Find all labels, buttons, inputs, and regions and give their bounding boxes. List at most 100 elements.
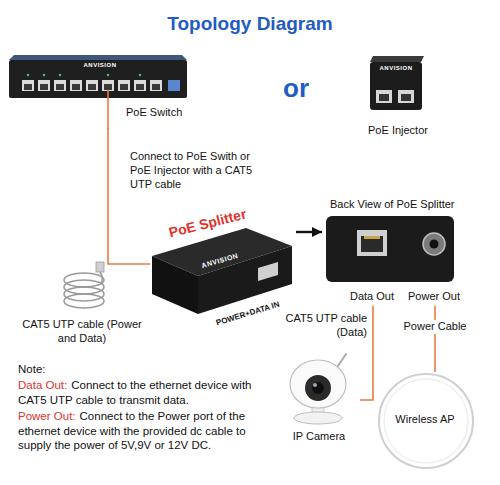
- text-slot: Data Out: [342, 290, 402, 304]
- injector-top: [370, 56, 424, 62]
- port-socket: [104, 84, 112, 90]
- splitter-back-drawing: [326, 216, 454, 282]
- status-led: [107, 74, 110, 77]
- edge-label-slot: Power Cable: [395, 316, 475, 334]
- switch-port: [102, 80, 114, 91]
- splitter-back-view: Data OutPower Out Back View of PoE Splitt…: [322, 196, 478, 308]
- edge-label: CAT5 UTP cable (Data): [277, 312, 367, 340]
- note-paragraph: Note:: [18, 362, 280, 376]
- port-socket: [24, 84, 32, 90]
- text-slot: ANVISION: [195, 249, 245, 267]
- camera-head: [290, 360, 346, 408]
- brand-mark: ANVISION: [370, 65, 422, 72]
- title-slot: Topology Diagram: [0, 12, 500, 36]
- device-label: IP Camera: [280, 430, 358, 444]
- switch-port: [54, 80, 66, 91]
- note-block: Note: Data Out:Connect to the ethernet de…: [18, 362, 280, 454]
- back-panel: [326, 216, 454, 282]
- edge-label-slot: CAT5 UTP cable (Data): [277, 312, 367, 340]
- text-slot: Wireless AP: [376, 413, 474, 427]
- camera-base: [294, 412, 342, 424]
- device-title: PoE Splitter: [167, 206, 248, 242]
- ethernet-port: [357, 230, 387, 256]
- diagram-title: Topology Diagram: [167, 12, 332, 36]
- lens-glint: [313, 383, 317, 387]
- label-slot: CAT5 UTP cable (Power and Data): [18, 318, 146, 346]
- text-slot: ANVISION: [80, 62, 120, 69]
- port-label: Data Out: [342, 290, 402, 304]
- wireless-ap: Wireless AP: [376, 372, 476, 470]
- injector-port: [376, 90, 392, 103]
- edge-label-slot: Connect to PoE Swith or PoE Injector wit…: [130, 150, 270, 191]
- ip-camera: IP Camera: [280, 350, 360, 450]
- port-socket: [72, 84, 80, 90]
- port-socket: [379, 94, 389, 101]
- brand-mark: ANVISION: [80, 62, 120, 69]
- note-heading: Note:: [18, 363, 46, 375]
- port-socket: [120, 84, 128, 90]
- port-socket: [361, 236, 383, 252]
- injector-body: [370, 62, 422, 110]
- port-socket: [40, 84, 48, 90]
- camera-lens: [312, 382, 324, 394]
- port-socket: [88, 84, 96, 90]
- note-key: Power Out:: [18, 410, 76, 422]
- switch-port: [70, 80, 82, 91]
- splitter-front: [152, 256, 198, 314]
- or-word: or: [283, 72, 309, 105]
- dc-jack: [423, 233, 445, 255]
- text-slot: Back View of PoE Splitter: [330, 198, 476, 212]
- cable-coil-drawing: [64, 262, 104, 308]
- uplink-port: [168, 80, 180, 91]
- switch-port: [134, 80, 146, 91]
- status-led: [59, 74, 62, 77]
- note-paragraph: Data Out:Connect to the ethernet device …: [18, 378, 280, 407]
- coil-loop: [64, 294, 104, 308]
- status-led: [139, 74, 142, 77]
- port-socket: [136, 84, 144, 90]
- status-led: [27, 74, 30, 77]
- switch-port: [38, 80, 50, 91]
- dc-jack-hole: [430, 240, 439, 249]
- port-pins: [364, 236, 380, 239]
- injector-port: [398, 90, 414, 103]
- port-socket: [56, 84, 64, 90]
- rj45-plug: [96, 262, 104, 272]
- power-out-port: Power Out: [404, 230, 466, 306]
- poe-switch: ANVISION PoE Switch: [8, 54, 192, 128]
- text-slot: PoE Splitter: [158, 214, 258, 233]
- power-cable: [434, 306, 436, 372]
- device-label: Wireless AP: [376, 413, 474, 427]
- brand-mark: ANVISION: [201, 252, 239, 270]
- coil-lead: [100, 272, 102, 283]
- cable-label: CAT5 UTP cable (Power and Data): [18, 318, 146, 346]
- switch-port: [118, 80, 130, 91]
- device-label: PoE Switch: [126, 106, 190, 120]
- view-heading: Back View of PoE Splitter: [330, 198, 476, 212]
- edge-label: Power Cable: [401, 320, 470, 334]
- port-socket: [152, 84, 160, 90]
- poe-splitter: PoE SplitterANVISIONPOWER+DATA IN: [150, 202, 296, 336]
- camera-lens-ring: [305, 375, 331, 401]
- port-label: Power Out: [404, 290, 464, 304]
- status-led: [43, 74, 46, 77]
- edge-label: Connect to PoE Swith or PoE Injector wit…: [130, 150, 270, 191]
- switch-port: [86, 80, 98, 91]
- switch-port: [22, 80, 34, 91]
- camera-antenna: [338, 354, 346, 366]
- note-paragraph: Power Out:Connect to the Power port of t…: [18, 409, 280, 452]
- switch-drawing: [9, 55, 187, 98]
- note-key: Data Out:: [18, 379, 67, 391]
- port-socket: [401, 94, 411, 101]
- switch-port: [150, 80, 162, 91]
- poe-injector: ANVISION PoE Injector: [352, 52, 446, 144]
- splitter-input-port: [258, 262, 278, 281]
- text-slot: Power Out: [404, 290, 464, 304]
- ip-camera-drawing: [290, 354, 346, 424]
- label-slot: or: [276, 72, 316, 105]
- cable-stub: [107, 90, 109, 129]
- injector-drawing: [370, 56, 424, 110]
- device-label: PoE Injector: [352, 124, 444, 138]
